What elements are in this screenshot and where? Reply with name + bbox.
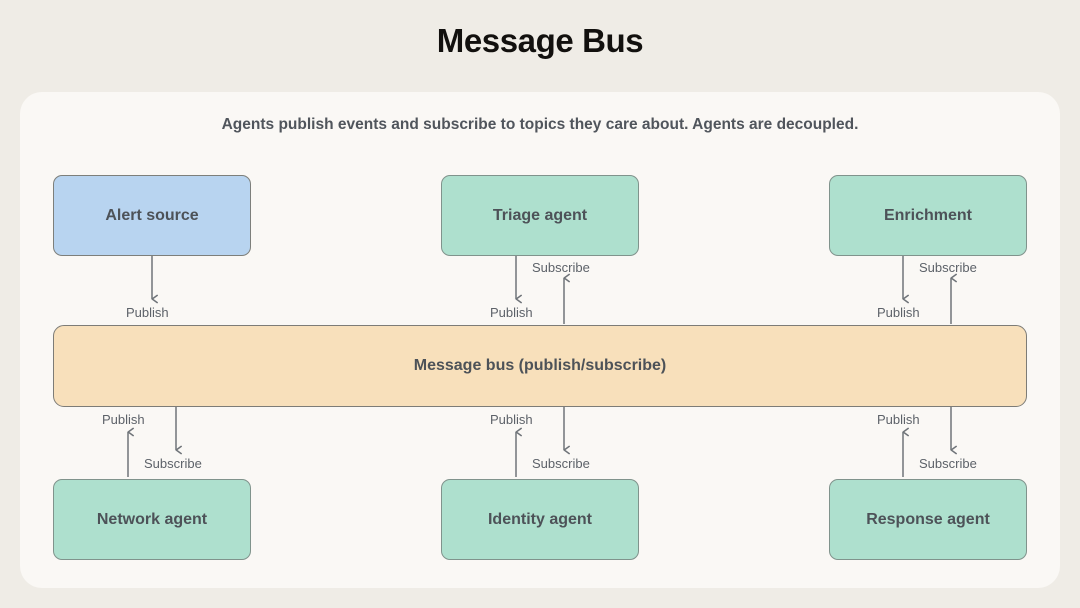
node-label: Network agent (96, 510, 208, 528)
node-alert-source[interactable]: Alert source (53, 175, 251, 256)
node-label: Response agent (866, 510, 990, 528)
edge-label-publish-identity-agent: Publish (490, 412, 533, 427)
edge-label-subscribe-identity-agent: Subscribe (532, 456, 590, 471)
diagram-card: Agents publish events and subscribe to t… (20, 92, 1060, 588)
edge-label-publish-triage-agent: Publish (490, 305, 533, 320)
edge-label-publish-response-agent: Publish (877, 412, 920, 427)
node-enrichment[interactable]: Enrichment (829, 175, 1027, 256)
node-label: Enrichment (883, 206, 972, 224)
edge-label-publish-alert-source: Publish (126, 305, 169, 320)
node-label: Identity agent (487, 510, 592, 528)
connector-wires (127, 256, 957, 477)
edge-label-subscribe-enrichment: Subscribe (919, 260, 977, 275)
message-bus-label: Message bus (publish/subscribe) (413, 357, 667, 374)
message-bus[interactable]: Message bus (publish/subscribe) (53, 325, 1027, 407)
edge-label-subscribe-triage-agent: Subscribe (532, 260, 590, 275)
edge-label-subscribe-network-agent: Subscribe (144, 456, 202, 471)
diagram-canvas: Alert source Triage agent Enrichment Pub… (20, 92, 1060, 588)
node-label: Triage agent (492, 206, 588, 224)
node-identity-agent[interactable]: Identity agent (441, 479, 639, 560)
diagram-subtitle: Agents publish events and subscribe to t… (221, 116, 859, 133)
edge-label-publish-enrichment: Publish (877, 305, 920, 320)
node-response-agent[interactable]: Response agent (829, 479, 1027, 560)
node-triage-agent[interactable]: Triage agent (441, 175, 639, 256)
page-title: Message Bus (436, 22, 644, 59)
edge-label-publish-network-agent: Publish (102, 412, 145, 427)
node-network-agent[interactable]: Network agent (53, 479, 251, 560)
node-label: Alert source (105, 206, 199, 224)
edge-label-subscribe-response-agent: Subscribe (919, 456, 977, 471)
